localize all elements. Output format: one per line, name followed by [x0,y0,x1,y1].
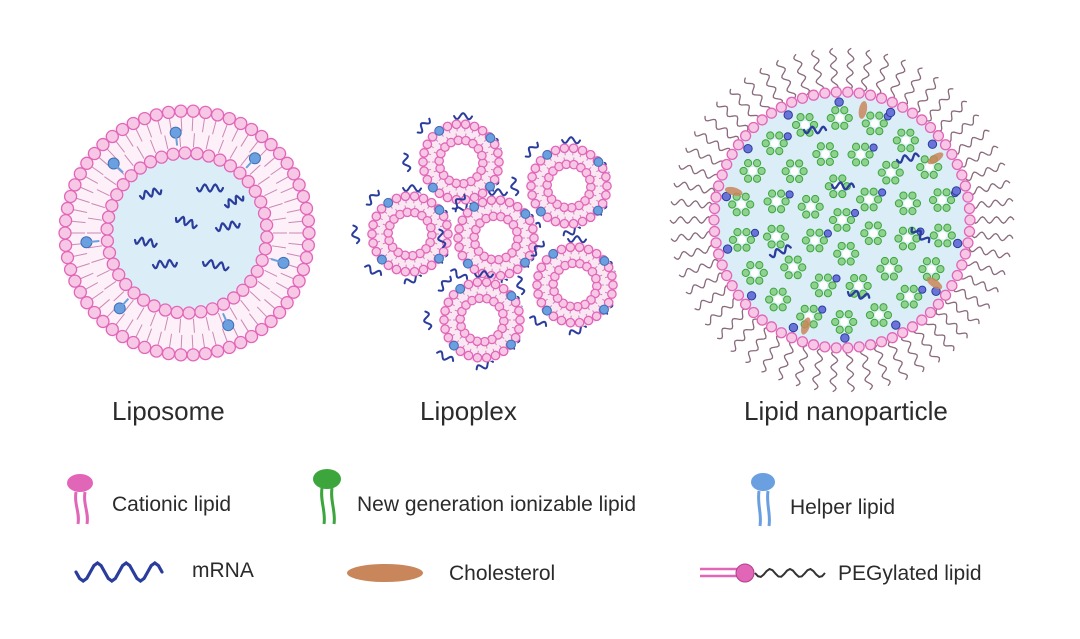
helper-lipid-icon [751,473,775,527]
legend-ionizable-lipid-label: New generation ionizable lipid [357,493,637,516]
cationic-lipid-icon [67,474,93,525]
liposome-illustration [58,104,316,362]
legend-cationic-lipid-label: Cationic lipid [112,493,232,516]
lipid-nanoparticle-caption: Lipid nanoparticle [744,396,948,426]
lipid-nanoparticle-illustration [669,47,1015,393]
lipoplex-caption: Lipoplex [420,396,517,426]
pegylated-lipid-icon [700,563,826,583]
mrna-icon [74,561,164,583]
lipoplex-illustration [351,112,618,371]
legend-icons [67,469,826,583]
legend-cholesterol-label: Cholesterol [449,562,556,585]
ionizable-lipid-icon [313,469,341,525]
legend-helper-lipid-label: Helper lipid [790,496,896,519]
cholesterol-icon [347,564,423,582]
liposome-caption: Liposome [112,396,225,426]
legend-pegylated-lipid-label: PEGylated lipid [838,562,982,585]
legend-mrna-label: mRNA [192,559,254,582]
